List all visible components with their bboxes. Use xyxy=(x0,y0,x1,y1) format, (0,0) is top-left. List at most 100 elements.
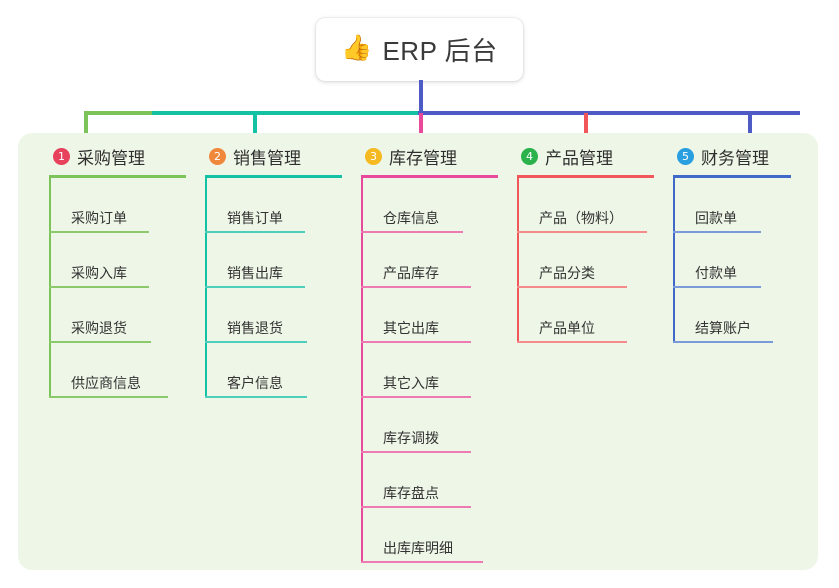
branch-item-list: 仓库信息产品库存其它出库其它入库库存调拨库存盘点出库库明细 xyxy=(361,178,506,563)
branch-drop-1 xyxy=(84,113,88,141)
branch-header-underline xyxy=(49,175,186,178)
branch-header-4[interactable]: 4 产品管理 xyxy=(508,142,662,170)
root-title: ERP 后台 xyxy=(382,36,498,66)
branch-item-underline xyxy=(673,286,761,288)
branch-item-list: 采购订单采购入库采购退货供应商信息 xyxy=(49,178,194,398)
branch-title: 库存管理 xyxy=(389,148,457,168)
branch-drop-5 xyxy=(748,113,752,141)
branch-item[interactable]: 其它入库 xyxy=(361,343,506,398)
bus-segment-teal xyxy=(152,111,422,115)
branch-item[interactable]: 销售订单 xyxy=(205,178,350,233)
branch-item[interactable]: 库存调拨 xyxy=(361,398,506,453)
branch-item-label: 其它入库 xyxy=(383,375,439,391)
branch-item-label: 产品库存 xyxy=(383,265,439,281)
branch-item-label: 供应商信息 xyxy=(71,375,141,391)
branch-item-label: 付款单 xyxy=(695,265,737,281)
branch-item[interactable]: 出库库明细 xyxy=(361,508,506,563)
branch-item[interactable]: 回款单 xyxy=(673,178,818,233)
branch-title: 采购管理 xyxy=(77,148,145,168)
branch-item-label: 回款单 xyxy=(695,210,737,226)
branch-item-label: 其它出库 xyxy=(383,320,439,336)
branch-header-underline xyxy=(361,175,498,178)
branch-item-label: 产品（物料） xyxy=(539,210,623,226)
branch-header-1[interactable]: 1 采购管理 xyxy=(40,142,194,170)
branch-item[interactable]: 产品分类 xyxy=(517,233,662,288)
thumbs-up-icon: 👍 xyxy=(341,34,373,62)
branch-title: 销售管理 xyxy=(233,148,301,168)
branch-item-underline xyxy=(361,231,463,233)
branch-item-label: 销售出库 xyxy=(227,265,283,281)
branch-number-badge: 4 xyxy=(521,147,538,165)
branch-item-label: 采购订单 xyxy=(71,210,127,226)
branch-item[interactable]: 结算账户 xyxy=(673,288,818,343)
branch-item-label: 采购入库 xyxy=(71,265,127,281)
branch-drop-2 xyxy=(253,113,257,141)
branch-item-underline xyxy=(361,451,471,453)
branch-drop-3 xyxy=(419,113,423,141)
branch-drop-4 xyxy=(584,113,588,141)
branch-item[interactable]: 采购订单 xyxy=(49,178,194,233)
branch-item[interactable]: 供应商信息 xyxy=(49,343,194,398)
branch-spine xyxy=(49,178,51,398)
branch-number-badge: 1 xyxy=(53,147,70,165)
branch-item[interactable]: 库存盘点 xyxy=(361,453,506,508)
branch-spine xyxy=(517,178,519,343)
branch-item[interactable]: 采购入库 xyxy=(49,233,194,288)
branch-item-label: 客户信息 xyxy=(227,375,283,391)
branch-number-badge: 2 xyxy=(209,147,226,165)
branch-column-5: 5 财务管理回款单付款单结算账户 xyxy=(664,133,818,570)
branch-item-underline xyxy=(49,396,168,398)
branch-item[interactable]: 销售退货 xyxy=(205,288,350,343)
branch-item-underline xyxy=(205,286,305,288)
branch-item-underline xyxy=(673,231,761,233)
branch-header-5[interactable]: 5 财务管理 xyxy=(664,142,818,170)
branch-title: 产品管理 xyxy=(545,148,613,168)
branch-header-underline xyxy=(205,175,342,178)
branch-item-underline xyxy=(49,286,149,288)
branch-spine xyxy=(673,178,675,343)
branch-number-badge: 5 xyxy=(677,147,694,165)
bus-segment-green xyxy=(84,111,154,115)
root-node[interactable]: 👍 ERP 后台 xyxy=(316,18,523,81)
branch-item-label: 销售退货 xyxy=(227,320,283,336)
branch-item[interactable]: 付款单 xyxy=(673,233,818,288)
branch-item[interactable]: 客户信息 xyxy=(205,343,350,398)
branch-columns: 1 采购管理采购订单采购入库采购退货供应商信息 2 销售管理销售订单销售出库销售退货客… xyxy=(18,133,818,570)
branch-item-underline xyxy=(49,341,151,343)
branch-item-underline xyxy=(517,286,627,288)
branch-column-2: 2 销售管理销售订单销售出库销售退货客户信息 xyxy=(196,133,350,570)
branch-item[interactable]: 采购退货 xyxy=(49,288,194,343)
branch-item-label: 销售订单 xyxy=(227,210,283,226)
branch-spine xyxy=(205,178,207,398)
branch-item[interactable]: 产品库存 xyxy=(361,233,506,288)
branch-item[interactable]: 其它出库 xyxy=(361,288,506,343)
branch-item-label: 结算账户 xyxy=(695,320,751,336)
branch-item[interactable]: 产品（物料） xyxy=(517,178,662,233)
branch-title: 财务管理 xyxy=(701,148,769,168)
branch-item[interactable]: 仓库信息 xyxy=(361,178,506,233)
branch-item-underline xyxy=(361,396,471,398)
branch-header-2[interactable]: 2 销售管理 xyxy=(196,142,350,170)
branch-item-underline xyxy=(673,341,773,343)
branch-item-label: 仓库信息 xyxy=(383,210,439,226)
branch-item-label: 出库库明细 xyxy=(383,540,453,556)
branch-item-underline xyxy=(517,341,627,343)
branch-spine xyxy=(361,178,363,563)
root-stem-connector xyxy=(419,80,423,113)
branch-item[interactable]: 产品单位 xyxy=(517,288,662,343)
branch-column-4: 4 产品管理产品（物料） 产品分类产品单位 xyxy=(508,133,662,570)
branches-panel xyxy=(18,133,818,570)
branch-column-1: 1 采购管理采购订单采购入库采购退货供应商信息 xyxy=(40,133,194,570)
bus-segment-blue xyxy=(418,111,800,115)
branch-item-list: 回款单付款单结算账户 xyxy=(673,178,818,343)
branch-item-label: 产品分类 xyxy=(539,265,595,281)
branch-item[interactable]: 销售出库 xyxy=(205,233,350,288)
branch-item-label: 采购退货 xyxy=(71,320,127,336)
branch-item-label: 库存调拨 xyxy=(383,430,439,446)
branch-item-underline xyxy=(361,561,483,563)
branch-item-underline xyxy=(205,341,307,343)
branch-item-list: 产品（物料） 产品分类产品单位 xyxy=(517,178,662,343)
